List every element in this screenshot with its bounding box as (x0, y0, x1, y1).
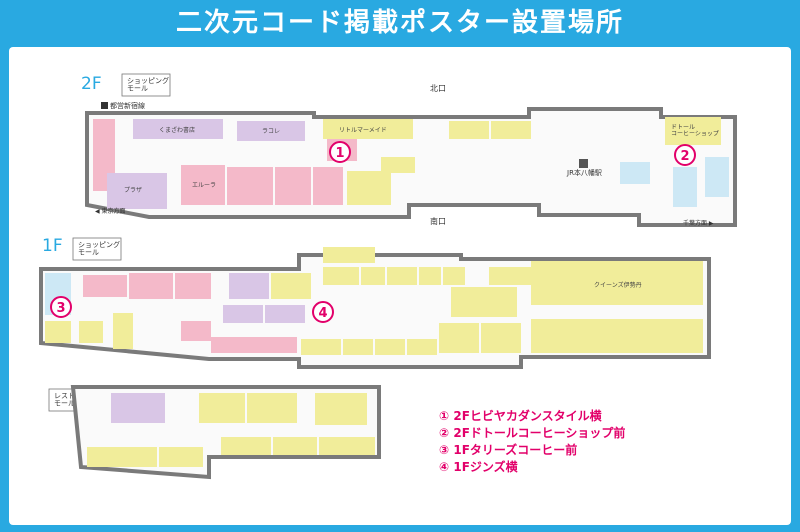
svg-text:エルーラ: エルーラ (192, 182, 216, 189)
shop-seika (451, 287, 517, 317)
floor-map: 2F ショッピングモール 都営新宿線 くまざわ書店 ラコレ リトルマーメイド ド… (39, 73, 737, 480)
floor-2f-tag: ショッピングモール (127, 76, 169, 93)
shop-tullys2 (79, 321, 103, 343)
shop-kaden (181, 321, 211, 341)
svg-text:1: 1 (335, 146, 344, 161)
train-icon (101, 102, 108, 109)
svg-text:JR本八幡駅: JR本八幡駅 (566, 168, 602, 177)
poster-marker-1[interactable] (329, 141, 351, 163)
jr-station-icon (579, 159, 588, 168)
svg-text:3: 3 (56, 301, 65, 316)
shop-studio-clip (211, 337, 297, 353)
shop-kohi (247, 393, 297, 423)
svg-text:◀ 東京方面: ◀ 東京方面 (95, 207, 126, 215)
shop-sukegawa (407, 339, 437, 355)
legend-item-4: ④ 1Fジンズ横 (439, 459, 519, 474)
svg-text:クイーンズ伊勢丹: クイーンズ伊勢丹 (594, 281, 642, 289)
shop-zenryaku (159, 447, 203, 467)
shop-tullys-rest (87, 447, 157, 467)
shop-ginza-pasta (221, 437, 271, 455)
svg-text:北口: 北口 (430, 84, 446, 93)
legend-item-2: ② 2Fドトールコーヒーショップ前 (439, 425, 625, 440)
shop-tsuruya (315, 393, 367, 425)
svg-text:ドトールコーヒーショップ: ドトールコーヒーショップ (671, 124, 719, 138)
shop-tullys (45, 321, 71, 343)
shop-beard-papa (449, 121, 489, 139)
shop-oriental (275, 167, 311, 205)
svg-text:千葉方面 ▶: 千葉方面 ▶ (683, 219, 714, 227)
shop-doutor (665, 117, 721, 145)
svg-text:プラザ: プラザ (124, 187, 142, 194)
svg-text:くまざわ書店: くまざわ書店 (159, 126, 195, 134)
svg-text:2: 2 (680, 149, 689, 164)
floor-2f-tag-box (121, 73, 171, 97)
floor-2f: 2F ショッピングモール 都営新宿線 くまざわ書店 ラコレ リトルマーメイド ド… (81, 73, 737, 227)
shop-yoshimura (375, 339, 405, 355)
shop-green (443, 267, 465, 285)
shop-shinshu (319, 437, 375, 455)
shop-piorette (223, 305, 263, 323)
shop-queens (531, 261, 703, 305)
markers: 1 2 3 4 (50, 141, 696, 323)
svg-text:南口: 南口 (430, 216, 446, 226)
shop-passepied (175, 273, 211, 299)
shop-queens-2 (531, 319, 703, 353)
floor-2f-label: 2F (81, 74, 102, 94)
shop-kumazawa (133, 119, 223, 139)
floor-1f-tag: ショッピングモール (78, 240, 120, 257)
shop-aiste (113, 313, 133, 349)
shop-yokohama (323, 267, 359, 285)
shop-new-quick (489, 267, 533, 285)
shop-la-vie (705, 157, 729, 197)
shop-godiva (301, 339, 341, 355)
shop-natural-mist (129, 273, 173, 299)
shop-rehose (313, 167, 343, 205)
restaurant-tag: レストランモール (54, 392, 89, 408)
svg-text:リトルマーメイド: リトルマーメイド (339, 127, 387, 134)
shop-three-four (347, 171, 391, 205)
shop-rin-kan (361, 267, 385, 285)
shop-kaldi (271, 273, 311, 299)
shop-maruya (199, 393, 245, 423)
shop-ginza (83, 275, 127, 297)
shop-harpins (229, 273, 269, 299)
shop-opaque (227, 167, 273, 205)
legend-item-1: ① 2Fヒビヤカダンスタイル横 (439, 408, 603, 423)
poster-marker-3[interactable] (50, 296, 72, 318)
shop-little-mermaid (323, 119, 413, 139)
shop-rakore (237, 121, 305, 141)
shop-first-style (620, 162, 650, 184)
shop-elora (181, 165, 225, 205)
poster-marker-4[interactable] (312, 301, 334, 323)
map-board: 2F ショッピングモール 都営新宿線 くまざわ書店 ラコレ リトルマーメイド ド… (9, 47, 791, 525)
shop-ume (481, 323, 521, 353)
shop-sumiya (111, 393, 165, 423)
shop-tonkatsu (387, 267, 417, 285)
svg-text:4: 4 (318, 306, 327, 321)
shop-kobe (439, 323, 479, 353)
legend: ① 2Fヒビヤカダンスタイル横 ② 2Fドトールコーヒーショップ前 ③ 1Fタリ… (439, 408, 625, 474)
floor-1f: 1F ショッピングモール (39, 236, 711, 369)
floor-1f-label: 1F (42, 236, 63, 256)
legend-item-3: ③ 1Fタリーズコーヒー前 (439, 442, 577, 457)
floor-restaurant: レストランモール (48, 385, 381, 480)
shop-sartywan (323, 247, 375, 263)
shop-aflo (491, 121, 531, 139)
shop-jeans (265, 305, 305, 323)
poster-marker-2[interactable] (674, 144, 696, 166)
shop-aeon (419, 267, 441, 285)
shop-tonkatsu-r (273, 437, 317, 455)
svg-text:ラコレ: ラコレ (262, 128, 280, 135)
shop-sweet-box (381, 157, 415, 173)
floor-1f-tag-box (72, 237, 122, 261)
shop-body (673, 167, 697, 207)
shop-osoura (343, 339, 373, 355)
toei-label: 都営新宿線 (110, 101, 145, 110)
page-title: 二次元コード掲載ポスター設置場所 (175, 8, 624, 38)
shop-plaza (107, 173, 167, 209)
